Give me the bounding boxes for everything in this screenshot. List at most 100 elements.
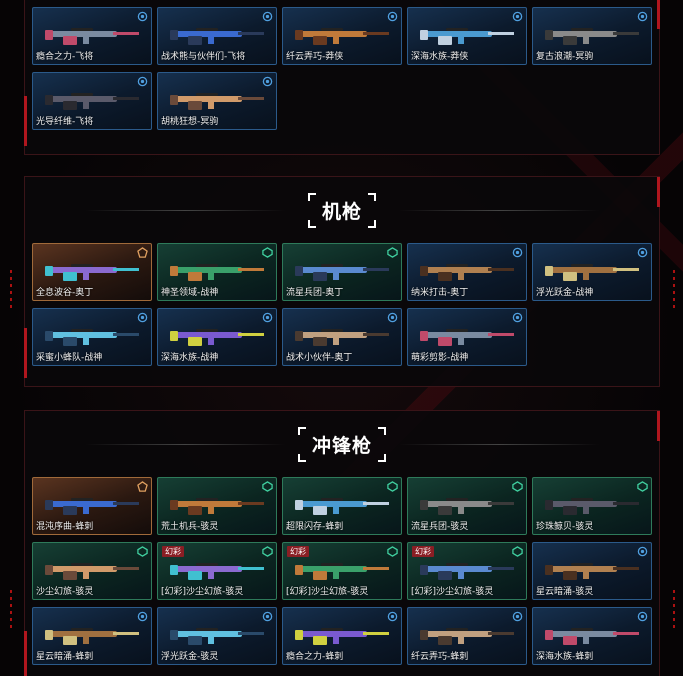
skin-name: [幻彩]沙尘幻旅-骇灵 [286, 587, 369, 597]
weapon-image [295, 28, 389, 45]
variant-tag: 幻彩 [412, 546, 434, 557]
weapon-image [295, 563, 389, 580]
skin-name: [幻彩]沙尘幻旅-骇灵 [161, 587, 244, 597]
skin-name: 神圣领域-战神 [161, 288, 219, 298]
skin-name: 深海水族-莽侠 [411, 52, 469, 62]
skin-card[interactable]: 幻彩 [幻彩]沙尘幻旅-骇灵 [407, 542, 527, 600]
skin-card[interactable]: 纤云弄巧-蜂刺 [407, 607, 527, 665]
weapon-image [170, 563, 264, 580]
weapon-image [45, 628, 139, 645]
skin-card[interactable]: 复古浪潮-冥驹 [532, 7, 652, 65]
skin-name: 复古浪潮-冥驹 [536, 52, 594, 62]
skin-card[interactable]: 全息波谷-奥丁 [32, 243, 152, 301]
weapon-image [545, 28, 639, 45]
skin-name: [幻彩]沙尘幻旅-骇灵 [411, 587, 494, 597]
weapon-image [545, 563, 639, 580]
skin-name: 星云暗涌-骇灵 [536, 587, 594, 597]
skin-card[interactable]: 纤云弄巧-莽侠 [282, 7, 402, 65]
weapon-image [420, 329, 514, 346]
skin-name: 瘾合之力-飞将 [36, 52, 94, 62]
variant-tag: 幻彩 [162, 546, 184, 557]
skin-card[interactable]: 流星兵团-奥丁 [282, 243, 402, 301]
skin-card[interactable]: 战术熊与伙伴们-飞将 [157, 7, 277, 65]
skin-card[interactable]: 星云暗涌-蜂刺 [32, 607, 152, 665]
skin-name: 深海水族-蜂刺 [536, 652, 594, 662]
skin-card[interactable]: 采蜜小蜂队-战神 [32, 308, 152, 366]
skin-card[interactable]: 沙尘幻旅-骇灵 [32, 542, 152, 600]
skin-card[interactable]: 战术小伙伴-奥丁 [282, 308, 402, 366]
weapon-image [170, 329, 264, 346]
skin-name: 浮光跃金-骇灵 [161, 652, 219, 662]
skin-name: 采蜜小蜂队-战神 [36, 353, 103, 363]
weapon-image [170, 28, 264, 45]
section-title: 冲锋枪 [297, 426, 386, 462]
skin-name: 纤云弄巧-莽侠 [286, 52, 344, 62]
weapon-image [420, 498, 514, 515]
side-decoration-right-2 [673, 590, 675, 630]
skin-card[interactable]: 浮光跃金-骇灵 [157, 607, 277, 665]
skin-grid: 瘾合之力-飞将 战术熊与伙伴们-飞将 纤云弄巧-莽侠 深海水族-莽侠 复古浪潮-冥驹光导… [25, 7, 659, 130]
skin-card[interactable]: 浮光跃金-战神 [532, 243, 652, 301]
skin-card[interactable]: 超限闪存-蜂刺 [282, 477, 402, 535]
skin-name: 纳米打击-奥丁 [411, 288, 469, 298]
skin-name: 瘾合之力-蜂刺 [286, 652, 344, 662]
weapon-image [295, 264, 389, 281]
skin-name: 萌彩剪影-战神 [411, 353, 469, 363]
weapon-image [420, 628, 514, 645]
skin-name: 荒土机兵-骇灵 [161, 522, 219, 532]
skin-name: 混沌序曲-蜂刺 [36, 522, 94, 532]
skin-card[interactable]: 纳米打击-奥丁 [407, 243, 527, 301]
skin-card[interactable]: 深海水族-蜂刺 [532, 607, 652, 665]
skin-card[interactable]: 流星兵团-骇灵 [407, 477, 527, 535]
skin-name: 浮光跃金-战神 [536, 288, 594, 298]
skin-grid: 混沌序曲-蜂刺 荒土机兵-骇灵 超限闪存-蜂刺 流星兵团-骇灵 珍珠鲸贝-骇灵沙尘幻旅-… [25, 477, 659, 665]
skin-card[interactable]: 瘾合之力-蜂刺 [282, 607, 402, 665]
section-header: 冲锋枪 [25, 411, 659, 477]
skin-name: 纤云弄巧-蜂刺 [411, 652, 469, 662]
section-title: 机枪 [307, 192, 376, 228]
skin-card[interactable]: 混沌序曲-蜂刺 [32, 477, 152, 535]
skin-grid: 全息波谷-奥丁 神圣领域-战神 流星兵团-奥丁纳米打击-奥丁 浮光跃金-战神采蜜小蜂队… [25, 243, 659, 366]
section-header: 机枪 [25, 177, 659, 243]
skin-card[interactable]: 荒土机兵-骇灵 [157, 477, 277, 535]
section-title-text: 冲锋枪 [311, 434, 372, 457]
smg-section: 冲锋枪 混沌序曲-蜂刺 荒土机兵-骇灵 超限闪存-蜂刺 流星兵团-骇灵 珍珠鲸贝-骇灵沙… [24, 410, 660, 676]
machine-gun-section: 机枪 全息波谷-奥丁 神圣领域-战神 流星兵团-奥丁纳米打击-奥丁 浮光跃金-战神采蜜… [24, 176, 660, 387]
skin-name: 流星兵团-骇灵 [411, 522, 469, 532]
weapon-image [45, 93, 139, 110]
weapon-image [45, 498, 139, 515]
skin-card[interactable]: 珍珠鲸贝-骇灵 [532, 477, 652, 535]
weapon-image [170, 93, 264, 110]
weapon-image [545, 498, 639, 515]
weapon-image [295, 628, 389, 645]
skin-name: 光导纤维-飞将 [36, 117, 94, 127]
skin-card[interactable]: 深海水族-战神 [157, 308, 277, 366]
skin-name: 全息波谷-奥丁 [36, 288, 94, 298]
sniper-section: 瘾合之力-飞将 战术熊与伙伴们-飞将 纤云弄巧-莽侠 深海水族-莽侠 复古浪潮-冥驹光导… [24, 0, 660, 155]
weapon-image [170, 264, 264, 281]
skin-name: 胡桃狂想-冥驹 [161, 117, 219, 127]
weapon-image [170, 628, 264, 645]
side-decoration-right [673, 270, 675, 310]
skin-name: 战术熊与伙伴们-飞将 [161, 52, 246, 62]
weapon-image [420, 264, 514, 281]
skin-card[interactable]: 幻彩[幻彩]沙尘幻旅-骇灵 [282, 542, 402, 600]
skin-card[interactable]: 萌彩剪影-战神 [407, 308, 527, 366]
skin-card[interactable]: 光导纤维-飞将 [32, 72, 152, 130]
skin-name: 珍珠鲸贝-骇灵 [536, 522, 594, 532]
skin-card[interactable]: 幻彩 [幻彩]沙尘幻旅-骇灵 [157, 542, 277, 600]
weapon-image [420, 28, 514, 45]
header-line-left [85, 210, 285, 211]
skin-card[interactable]: 瘾合之力-飞将 [32, 7, 152, 65]
weapon-image [295, 498, 389, 515]
skin-card[interactable]: 胡桃狂想-冥驹 [157, 72, 277, 130]
skin-name: 沙尘幻旅-骇灵 [36, 587, 94, 597]
weapon-image [45, 563, 139, 580]
weapon-image [545, 264, 639, 281]
skin-card[interactable]: 星云暗涌-骇灵 [532, 542, 652, 600]
skin-name: 超限闪存-蜂刺 [286, 522, 344, 532]
weapon-image [45, 28, 139, 45]
skin-card[interactable]: 神圣领域-战神 [157, 243, 277, 301]
skin-card[interactable]: 深海水族-莽侠 [407, 7, 527, 65]
skin-name: 深海水族-战神 [161, 353, 219, 363]
